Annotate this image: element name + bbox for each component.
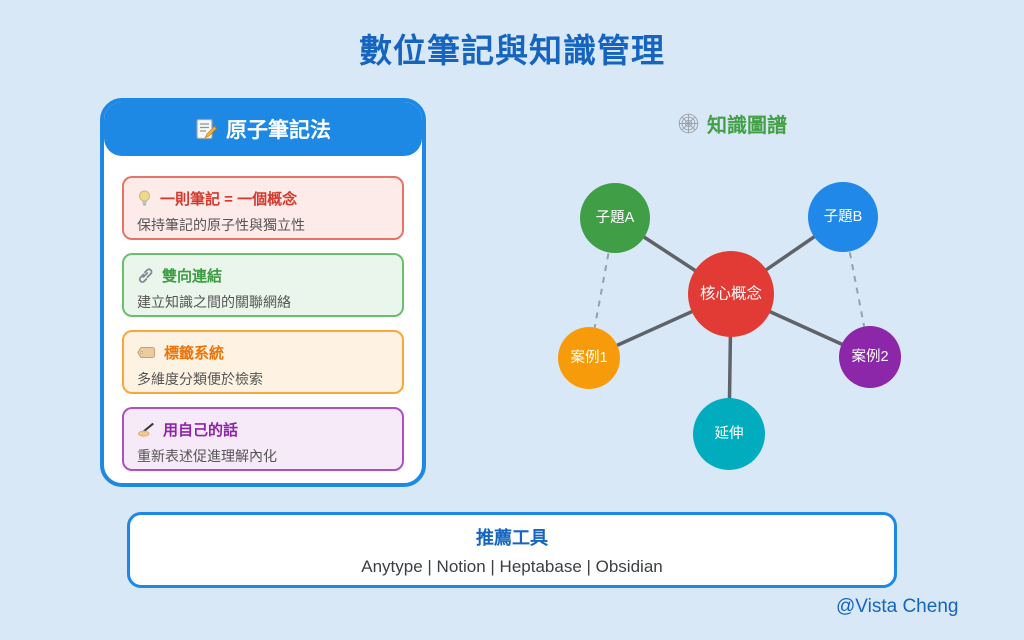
atomic-notes-card: 原子筆記法 一則筆記 = 一個概念 保持筆記的原子性與獨立性 bbox=[100, 98, 426, 487]
method-item-title: 標籤系統 bbox=[164, 345, 225, 362]
page-title: 數位筆記與知識管理 bbox=[359, 32, 665, 69]
tag-icon bbox=[137, 346, 156, 359]
graph-node-case1: 案例1 bbox=[558, 327, 620, 389]
writing-hand-icon bbox=[137, 422, 155, 437]
graph-node-label: 子題A bbox=[596, 209, 635, 226]
method-item-one-note-one-concept: 一則筆記 = 一個概念 保持筆記的原子性與獨立性 bbox=[122, 176, 404, 240]
graph-node-label: 延伸 bbox=[715, 425, 744, 442]
method-item-desc: 多維度分類便於檢索 bbox=[137, 371, 263, 387]
method-item-desc: 重新表述促進理解內化 bbox=[137, 448, 277, 464]
link-icon bbox=[137, 268, 154, 283]
recommended-tools-box: 推薦工具 Anytype | Notion | Heptabase | Obsi… bbox=[127, 512, 897, 588]
graph-node-label: 案例1 bbox=[570, 348, 607, 366]
graph-node-label: 子題B bbox=[824, 208, 863, 225]
tools-title: 推薦工具 bbox=[476, 527, 548, 548]
graph-node-subB: 子題B bbox=[808, 182, 878, 252]
graph-node-case2: 案例2 bbox=[839, 326, 901, 388]
method-items: 一則筆記 = 一個概念 保持筆記的原子性與獨立性 雙向連結 建立知識之間的 bbox=[104, 156, 422, 483]
method-item-title: 雙向連結 bbox=[162, 268, 223, 285]
graph-node-subA: 子題A bbox=[580, 183, 650, 253]
spiderweb-icon bbox=[678, 113, 699, 134]
method-item-own-words: 用自己的話 重新表述促進理解內化 bbox=[122, 407, 404, 471]
method-item-title: 用自己的話 bbox=[163, 422, 239, 439]
graph-node-label: 核心概念 bbox=[700, 284, 762, 303]
lightbulb-icon bbox=[137, 190, 152, 207]
knowledge-graph: 核心概念 子題A 子題B 案例1 案例2 延伸 bbox=[500, 140, 980, 490]
method-item-tag-system: 標籤系統 多維度分類便於檢索 bbox=[122, 330, 404, 394]
atomic-notes-card-title: 原子筆記法 bbox=[226, 119, 331, 142]
graph-node-extend: 延伸 bbox=[693, 398, 765, 470]
method-item-desc: 建立知識之間的關聯網絡 bbox=[137, 294, 291, 310]
memo-pencil-icon bbox=[195, 118, 217, 140]
knowledge-graph-title: 知識圖譜 bbox=[707, 115, 787, 137]
method-item-bidirectional-links: 雙向連結 建立知識之間的關聯網絡 bbox=[122, 253, 404, 317]
method-item-desc: 保持筆記的原子性與獨立性 bbox=[137, 217, 305, 233]
knowledge-graph-svg: 核心概念 子題A 子題B 案例1 案例2 延伸 bbox=[558, 182, 901, 470]
method-item-title: 一則筆記 = 一個概念 bbox=[160, 191, 298, 208]
author-credit: @Vista Cheng bbox=[836, 596, 959, 617]
graph-node-label: 案例2 bbox=[851, 347, 888, 365]
atomic-notes-card-header: 原子筆記法 bbox=[104, 102, 422, 156]
tools-list: Anytype | Notion | Heptabase | Obsidian bbox=[361, 556, 663, 576]
knowledge-graph-heading: 知識圖譜 bbox=[560, 109, 905, 138]
graph-node-core: 核心概念 bbox=[688, 251, 774, 337]
